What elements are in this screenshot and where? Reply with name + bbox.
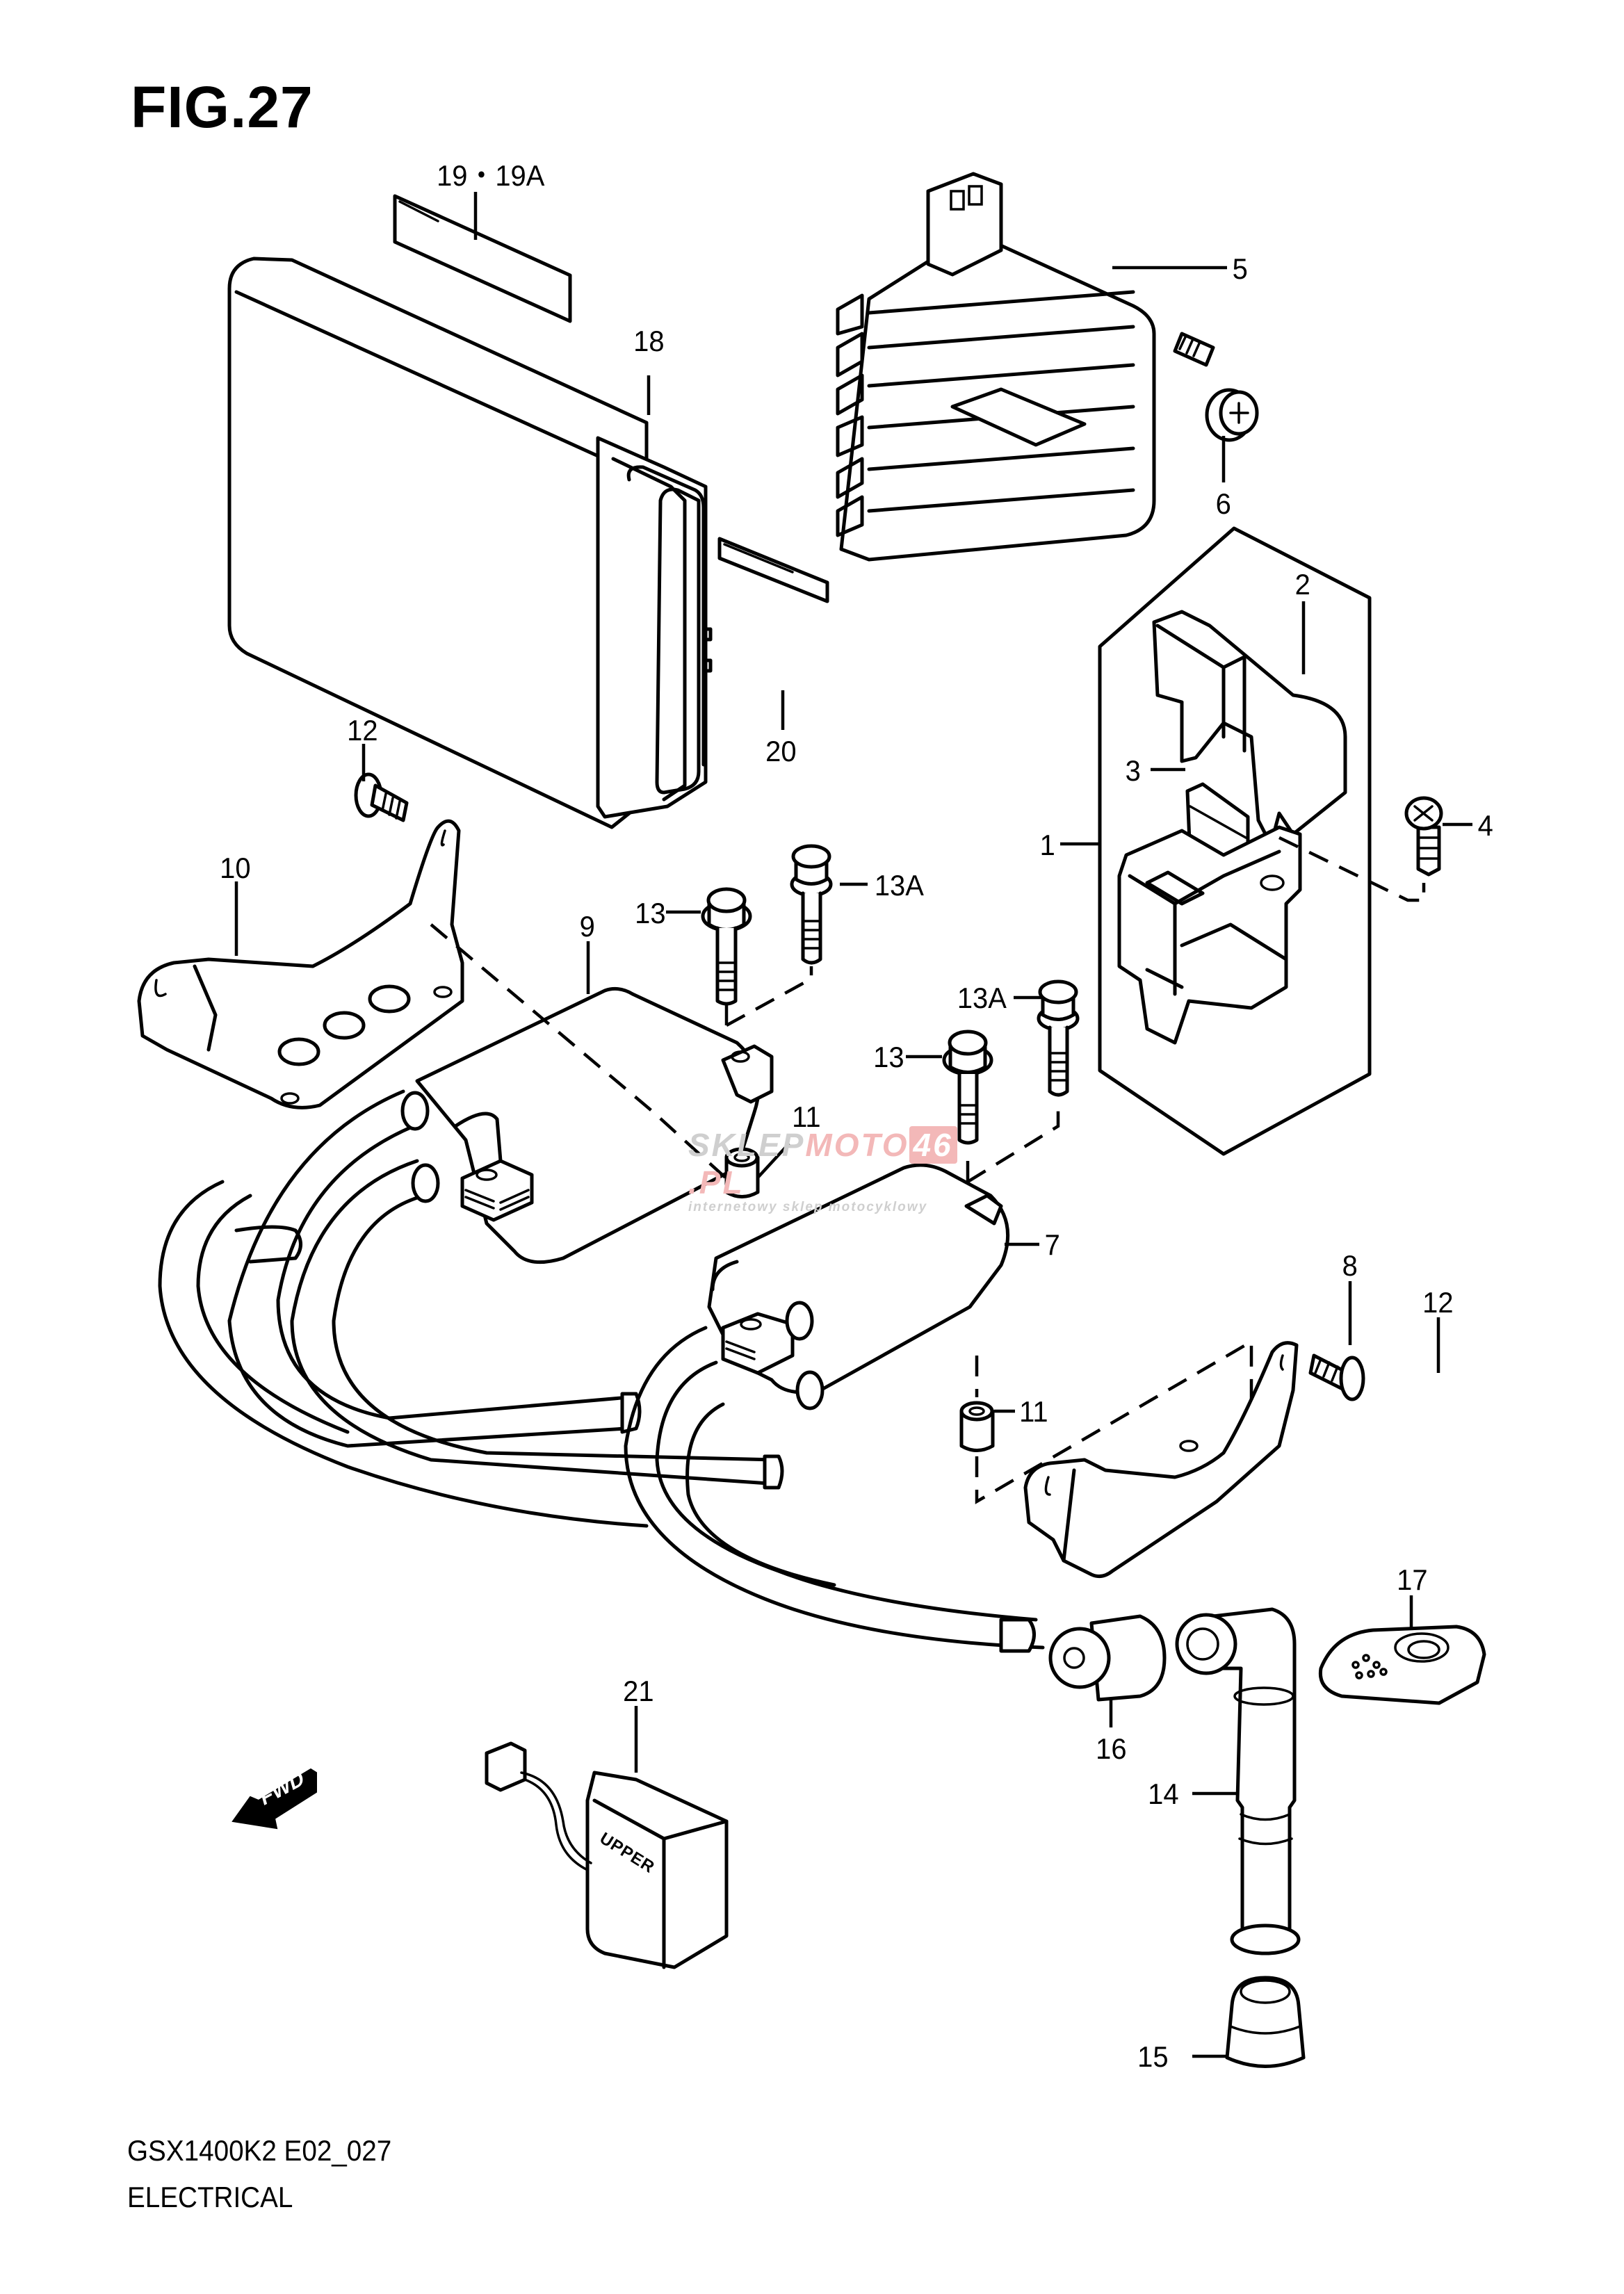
part-13A-bolt-left (790, 844, 833, 965)
assembly-guide-line (975, 1339, 1253, 1504)
part-19-label-plate (393, 194, 572, 323)
model-code: GSX1400K2 E02_027 (127, 2134, 392, 2167)
callout-17: 17 (1397, 1563, 1428, 1596)
callout-13A-right: 13A (957, 982, 1007, 1014)
forward-arrow-icon (232, 1768, 317, 1830)
callout-12-left: 12 (347, 714, 378, 747)
part-11-spacer-lower (959, 1401, 995, 1452)
part-17-grommet (1318, 1625, 1486, 1705)
callout-19-19A: 19・19A (437, 159, 545, 192)
part-13-bolt-left (701, 887, 752, 1006)
section-name: ELECTRICAL (127, 2181, 293, 2213)
assembly-guide-line (724, 966, 813, 1027)
callout-13-left: 13 (635, 897, 666, 929)
callout-1: 1 (1039, 829, 1055, 861)
part-16-plug-cap-seal (1048, 1614, 1167, 1702)
callout-16: 16 (1096, 1732, 1127, 1765)
callout-20: 20 (765, 735, 797, 767)
callout-5: 5 (1232, 252, 1248, 285)
callout-9: 9 (579, 910, 595, 943)
part-6-screw (1173, 332, 1259, 442)
part-12-screw-right (1308, 1353, 1365, 1401)
part-21-tip-over-sensor (485, 1741, 729, 1969)
callout-4: 4 (1477, 809, 1493, 842)
part-11-spacer-upper (724, 1147, 760, 1198)
figure-title: FIG.27 (131, 74, 314, 140)
part-15-plug-cap-boot (1225, 1976, 1306, 2068)
part-10-ignition-coil-bracket (137, 819, 464, 1109)
callout-14: 14 (1148, 1778, 1179, 1810)
callout-13-right: 13 (873, 1041, 904, 1073)
callout-21: 21 (623, 1675, 654, 1707)
part-13A-bolt-right (1037, 979, 1080, 1097)
callout-18: 18 (633, 325, 665, 357)
callout-11-upper: 11 (792, 1100, 821, 1133)
callout-15: 15 (1137, 2040, 1169, 2073)
callout-2: 2 (1294, 568, 1310, 601)
assembly-guide-line (966, 1109, 1060, 1183)
high-tension-leads (158, 1089, 1045, 1653)
part-18-ecm-unit (227, 257, 713, 829)
callout-7: 7 (1044, 1228, 1060, 1261)
part-5-regulator-rectifier (836, 172, 1156, 562)
callout-10: 10 (220, 852, 251, 884)
part-14-spark-plug-cap (1175, 1607, 1301, 1955)
part-7-ignition-coil (707, 1163, 1010, 1394)
callout-8: 8 (1342, 1249, 1358, 1282)
callout-3: 3 (1125, 754, 1141, 787)
part-8-ignition-coil-bracket (1023, 1341, 1299, 1579)
part-1-starter-relay-group-outline (1098, 526, 1372, 1156)
part-13-bolt-right (942, 1030, 993, 1145)
part-4-screw (1404, 796, 1443, 877)
callout-leader-lines (234, 192, 1472, 2058)
part-1-starter-relay (1117, 825, 1302, 1045)
part-9-ignition-coil (415, 923, 774, 1264)
callout-11-lower: 11 (1019, 1395, 1048, 1428)
part-20-cushion-strip (717, 537, 829, 603)
assembly-guide-line (1278, 836, 1426, 902)
part-2-relay-cover (1152, 610, 1347, 847)
part-12-screw-left (354, 772, 409, 822)
callout-12-right: 12 (1422, 1286, 1454, 1319)
callout-13A-left: 13A (874, 869, 924, 902)
callout-6: 6 (1215, 487, 1231, 520)
